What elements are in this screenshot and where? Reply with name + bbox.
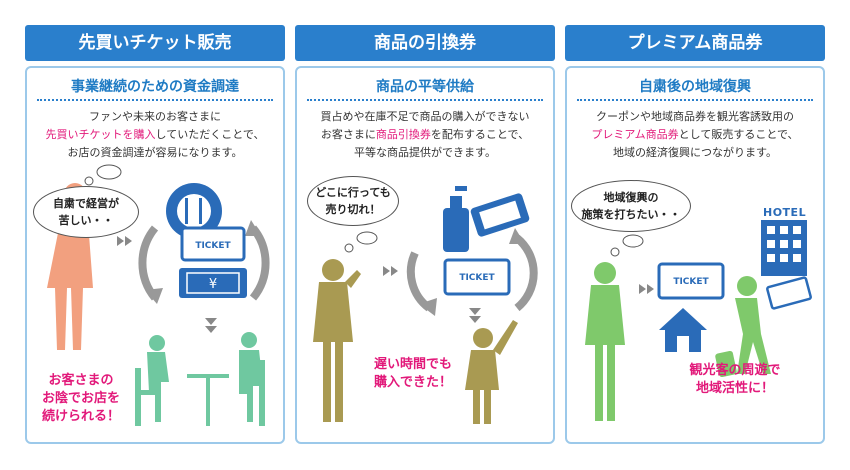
highlight-exchange-voucher: 商品引換券 bbox=[375, 128, 431, 141]
divider bbox=[37, 99, 273, 101]
column-advance-ticket: 先買いチケット販売 事業継続のための資金調達 ファンや未来のお客さまに 先買いチ… bbox=[25, 0, 285, 470]
desc-line-2: プレミアム商品券として販売することで、 bbox=[575, 126, 815, 144]
happy-man-figure bbox=[465, 320, 518, 424]
ticket-label: TICKET bbox=[673, 277, 709, 287]
bubble-line-2: 売り切れ！ bbox=[325, 203, 381, 216]
hotel-sign: HOTEL bbox=[763, 206, 807, 219]
column-exchange-voucher: 商品の引換券 商品の平等供給 買占めや在庫不足で商品の購入ができない お客さまに… bbox=[295, 0, 555, 470]
troubled-man-figure bbox=[313, 259, 361, 422]
ticket-label: TICKET bbox=[459, 273, 495, 283]
subtitle-business-continuity: 事業継続のための資金調達 bbox=[71, 79, 239, 95]
yen-label: ¥ bbox=[209, 277, 217, 292]
desc-line-3: 平等な商品提供ができます。 bbox=[354, 146, 496, 159]
panel-advance-ticket: 事業継続のための資金調達 ファンや未来のお客さまに 先買いチケットを購入していた… bbox=[25, 66, 285, 444]
result-text: 観光客の周遊で 地域活性に！ bbox=[671, 362, 799, 398]
businessman-figure bbox=[585, 262, 625, 421]
panel-premium-voucher: 自粛後の地域復興 クーポンや地域商品券を観光客誘致用の プレミアム商品券として販… bbox=[565, 66, 825, 444]
bubble-line-1: 自粛で経営が bbox=[53, 197, 119, 210]
subtitle-regional-recovery: 自粛後の地域復興 bbox=[639, 79, 751, 95]
panel-exchange-voucher: 商品の平等供給 買占めや在庫不足で商品の購入ができない お客さまに商品引換券を配… bbox=[295, 66, 555, 444]
column-premium-voucher: プレミアム商品券 自粛後の地域復興 クーポンや地域商品券を観光客誘致用の プレミ… bbox=[565, 0, 825, 470]
divider bbox=[307, 99, 543, 101]
thought-bubble: 地域復興の施策を打ちたい・・ bbox=[571, 180, 691, 232]
illustration-restaurant: TICKET ¥ bbox=[47, 164, 270, 426]
result-line-1: 観光客の周遊で bbox=[689, 363, 781, 378]
desc-line-3: 地域の経済復興につながります。 bbox=[613, 146, 777, 159]
highlight-premium-voucher: プレミアム商品券 bbox=[591, 128, 679, 141]
result-line-2: お陰でお店を bbox=[41, 391, 120, 406]
divider bbox=[577, 99, 813, 101]
bubble-line-2: 苦しい・・ bbox=[58, 214, 114, 227]
result-text: 遅い時間でも 購入できた！ bbox=[363, 356, 463, 392]
subtitle-equal-supply: 商品の平等供給 bbox=[376, 79, 474, 95]
result-line-2: 地域活性に！ bbox=[695, 381, 774, 396]
dining-customers-figure bbox=[135, 332, 265, 426]
result-line-1: 遅い時間でも bbox=[373, 357, 452, 372]
bubble-line-1: 地域復興の bbox=[603, 191, 659, 204]
desc-line-1: ファンや未来のお客さまに bbox=[89, 110, 221, 123]
highlight-advance-ticket: 先買いチケットを購入 bbox=[45, 128, 156, 141]
thought-bubble: 自粛で経営が苦しい・・ bbox=[33, 186, 139, 238]
illustration-tourism: TICKET bbox=[585, 220, 812, 421]
description: クーポンや地域商品券を観光客誘致用の プレミアム商品券として販売することで、 地… bbox=[575, 108, 815, 162]
thought-bubble: どこに行っても売り切れ！ bbox=[307, 176, 399, 226]
result-line-2: 購入できた！ bbox=[373, 375, 452, 390]
desc-line-2-rest: していただくことで、 bbox=[155, 128, 265, 141]
desc-line-2-rest: を配布することで、 bbox=[430, 128, 530, 141]
ticket-label: TICKET bbox=[195, 241, 231, 251]
desc-line-2: 先買いチケットを購入していただくことで、 bbox=[35, 126, 275, 144]
header-premium-voucher: プレミアム商品券 bbox=[565, 25, 825, 61]
desc-line-2: お客さまに商品引換券を配布することで、 bbox=[305, 126, 545, 144]
desc-line-3: お店の資金調達が容易になります。 bbox=[67, 146, 243, 159]
header-advance-ticket: 先買いチケット販売 bbox=[25, 25, 285, 61]
description: 買占めや在庫不足で商品の購入ができない お客さまに商品引換券を配布することで、 … bbox=[305, 108, 545, 162]
desc-line-1: クーポンや地域商品券を観光客誘致用の bbox=[596, 110, 794, 123]
desc-line-2-rest: として販売することで、 bbox=[678, 128, 799, 141]
result-line-3: 続けられる！ bbox=[41, 409, 120, 424]
header-exchange-voucher: 商品の引換券 bbox=[295, 25, 555, 61]
description: ファンや未来のお客さまに 先買いチケットを購入していただくことで、 お店の資金調… bbox=[35, 108, 275, 162]
bubble-line-2: 施策を打ちたい・・ bbox=[581, 208, 681, 221]
result-line-1: お客さまの bbox=[48, 373, 114, 388]
traveler-figure bbox=[715, 276, 771, 378]
desc-line-2-start: お客さまに bbox=[320, 128, 376, 141]
desc-line-1: 買占めや在庫不足で商品の購入ができない bbox=[320, 110, 530, 123]
illustration-shopping: TICKET bbox=[313, 186, 538, 424]
result-text: お客さまの お陰でお店を 続けられる！ bbox=[31, 372, 131, 426]
bubble-line-1: どこに行っても bbox=[315, 186, 391, 199]
